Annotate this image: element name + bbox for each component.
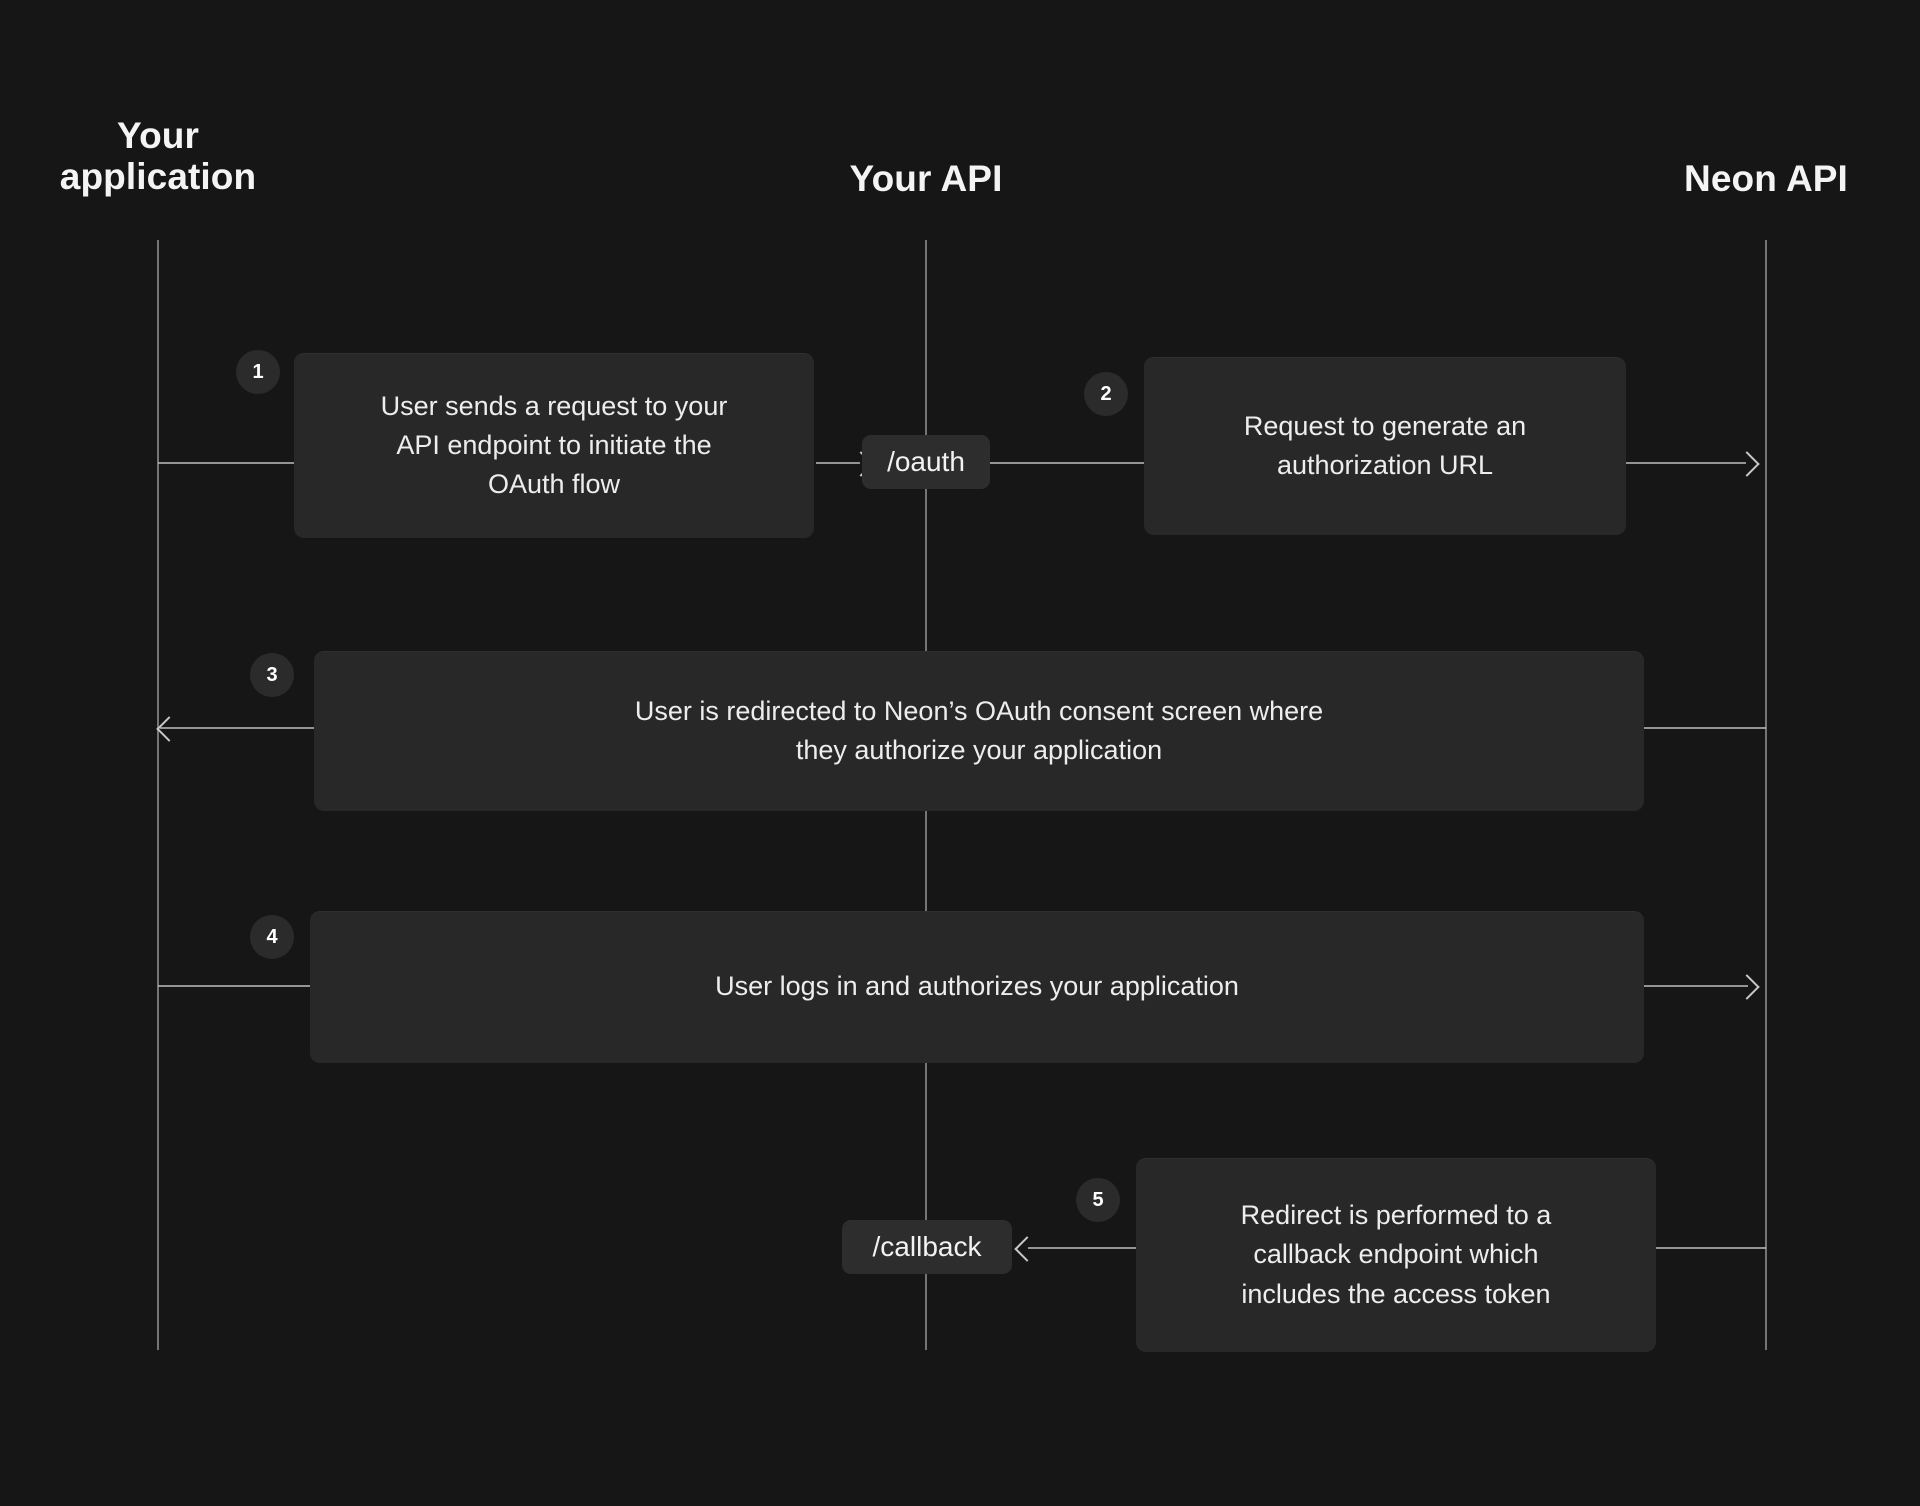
step-badge-3: 3 (250, 653, 294, 697)
step-card-4-text: User logs in and authorizes your applica… (715, 971, 1239, 1002)
step-badge-2: 2 (1084, 372, 1128, 416)
message-line-step-3-left (160, 727, 314, 729)
step-card-3: User is redirected to Neon’s OAuth conse… (314, 651, 1644, 811)
message-line-step-3-right (1644, 727, 1766, 729)
arrow-head-step-3-icon (156, 716, 182, 742)
lifeline-neon-api (1765, 240, 1767, 1350)
endpoint-pill-oauth[interactable]: /oauth (862, 435, 990, 489)
step-badge-5: 5 (1076, 1178, 1120, 1222)
step-badge-1: 1 (236, 350, 280, 394)
arrow-head-step-5-icon (1014, 1236, 1040, 1262)
message-line-step-5-left (1028, 1247, 1138, 1249)
step-card-1-text: User sends a request to your API endpoin… (380, 390, 728, 500)
lane-title-neon-api: Neon API (1684, 158, 1848, 199)
step-card-3-text: User is redirected to Neon’s OAuth conse… (634, 695, 1324, 765)
step-card-2: Request to generate an authorization URL (1144, 357, 1626, 535)
lane-title-your-api: Your API (849, 158, 1003, 199)
step-card-5: Redirect is performed to a callback endp… (1136, 1158, 1656, 1352)
arrow-head-step-2-icon (1734, 451, 1760, 477)
message-line-step-2-right (1626, 462, 1746, 464)
step-card-4: User logs in and authorizes your applica… (310, 911, 1644, 1063)
message-line-step-1-right (816, 462, 860, 464)
step-card-2-text: Request to generate an authorization URL (1243, 410, 1527, 480)
lane-title-your-application: Your application (59, 115, 257, 198)
message-line-step-1-left (158, 462, 298, 464)
message-line-step-2-left (990, 462, 1144, 464)
step-card-5-text: Redirect is performed to a callback endp… (1240, 1200, 1552, 1309)
endpoint-pill-callback[interactable]: /callback (842, 1220, 1012, 1274)
message-line-step-4-right (1644, 985, 1748, 987)
step-badge-4: 4 (250, 915, 294, 959)
message-line-step-5-right (1656, 1247, 1766, 1249)
arrow-head-step-4-icon (1734, 974, 1760, 1000)
lifeline-your-application (157, 240, 159, 1350)
step-card-1: User sends a request to your API endpoin… (294, 353, 814, 538)
message-line-step-4-left (158, 985, 310, 987)
